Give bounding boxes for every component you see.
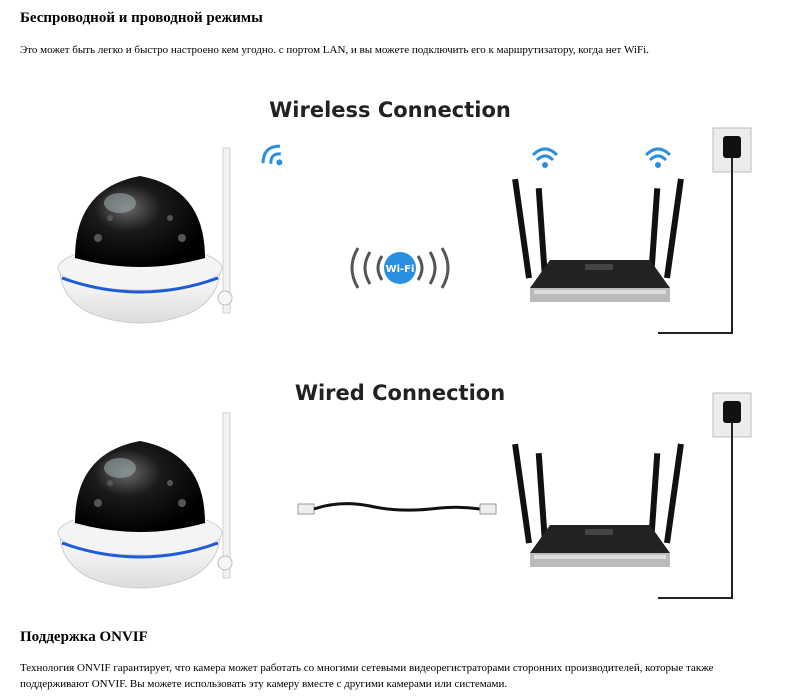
power-adapter-top [658, 127, 752, 334]
wired-camera [56, 411, 234, 590]
wifi-badge-label: Wi-Fi [386, 264, 415, 275]
wireless-camera [56, 146, 234, 325]
section-title-modes: Беспроводной и проводной режимы [20, 10, 263, 26]
section-title-onvif: Поддержка ONVIF [20, 629, 148, 645]
router-wifi-icon-right [644, 147, 672, 170]
wired-caption: Wired Connection [295, 381, 505, 405]
ethernet-cable [297, 502, 497, 515]
router-wifi-icon-left [531, 147, 559, 170]
wireless-caption: Wireless Connection [269, 98, 511, 122]
connection-illustration: Wireless Connection Wi-Fi Wired Connecti… [56, 98, 752, 599]
section-text-modes: Это может быть легко и быстро настроено … [20, 44, 649, 56]
power-adapter-bottom [658, 392, 752, 599]
wired-router [512, 443, 684, 567]
wireless-router [512, 178, 684, 302]
section-text-onvif: Технология ONVIF гарантирует, что камера… [20, 662, 714, 690]
wifi-signal-icon: Wi-Fi [350, 247, 450, 289]
camera-wifi-icon [261, 144, 283, 166]
